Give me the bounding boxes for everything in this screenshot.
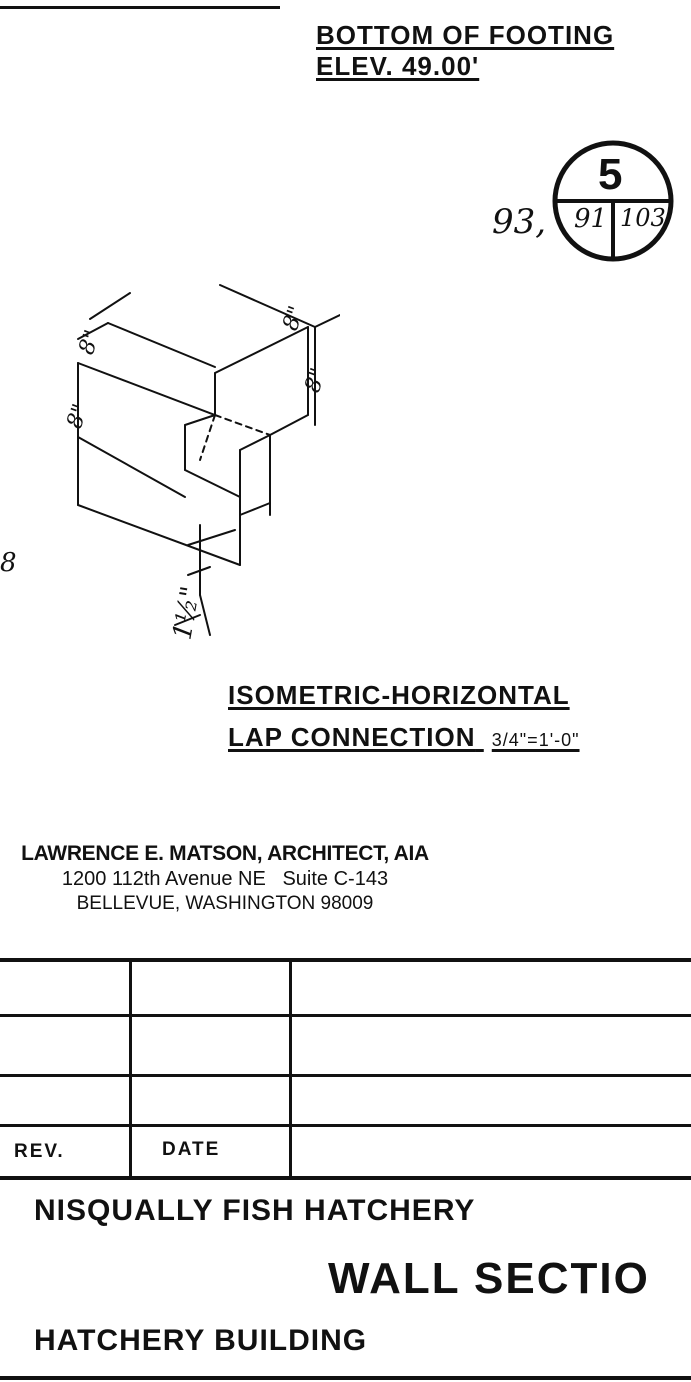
- architect-address1: 1200 112th Avenue NE Suite C-143: [61, 868, 389, 890]
- date-header: DATE: [162, 1139, 221, 1160]
- architect-address2: BELLEVUE, WASHINGTON 98009: [76, 893, 374, 914]
- iso-title-line1: ISOMETRIC-HORIZONTAL: [228, 680, 570, 710]
- footing-line2: ELEV. 49.00': [316, 51, 480, 81]
- detail-left-sheet: 91: [574, 204, 608, 234]
- footing-note: BOTTOM OF FOOTING ELEV. 49.00': [316, 20, 614, 82]
- building-name: HATCHERY BUILDING: [34, 1324, 368, 1357]
- detail-number: 5: [598, 150, 623, 199]
- project-name: NISQUALLY FISH HATCHERY: [34, 1194, 476, 1227]
- iso-title-scale: 3/4"=1'-0": [491, 730, 580, 750]
- isometric-sketch: [77, 284, 340, 636]
- iso-stray-mark: 8: [0, 548, 17, 578]
- detail-right-sheet: 103: [620, 204, 666, 232]
- bottom-rule: [0, 1376, 691, 1380]
- detail-side-note: 93,: [492, 202, 547, 242]
- sheet-title: WALL SECTIO: [328, 1254, 650, 1303]
- top-left-rule: [0, 6, 280, 9]
- footing-line1: BOTTOM OF FOOTING: [316, 20, 615, 50]
- detail-marker-icon: [552, 140, 674, 262]
- architect-block: LAWRENCE E. MATSON, ARCHITECT, AIA 1200 …: [0, 842, 450, 915]
- iso-title-line2: LAP CONNECTION 3/4"=1'-0": [228, 722, 580, 753]
- architect-name: LAWRENCE E. MATSON, ARCHITECT, AIA: [21, 842, 429, 865]
- iso-title-connection: LAP CONNECTION: [228, 722, 476, 752]
- rev-header: REV.: [14, 1141, 65, 1162]
